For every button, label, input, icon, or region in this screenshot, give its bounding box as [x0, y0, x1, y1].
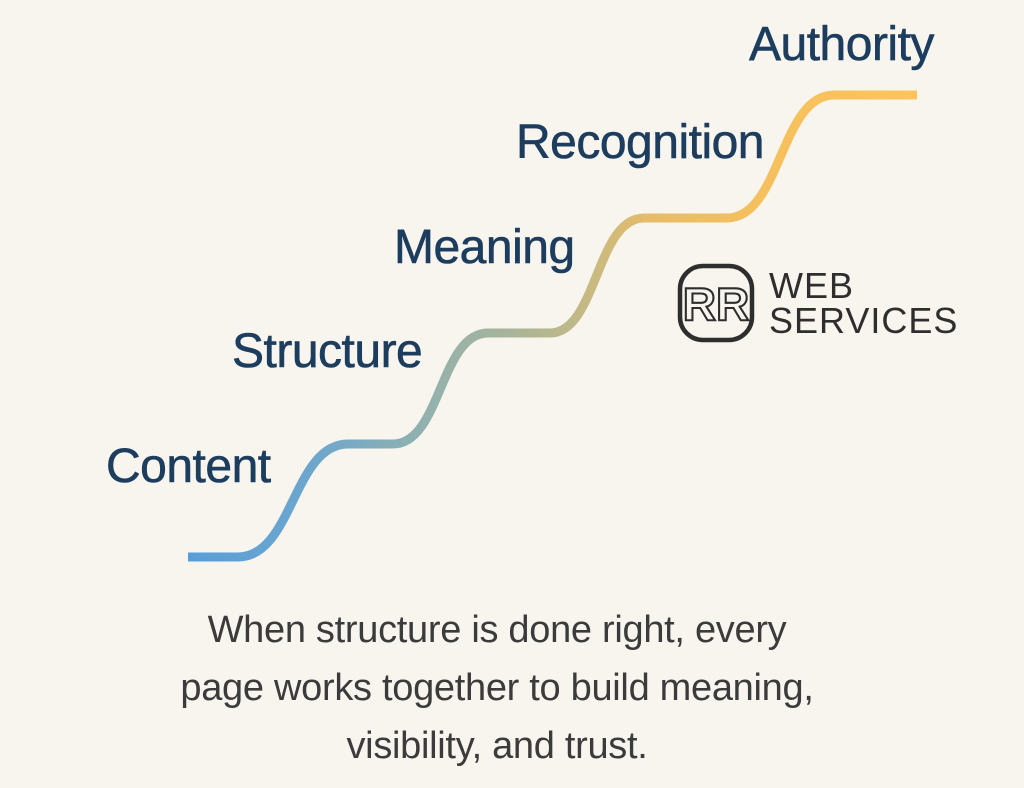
step-label-content: Content — [106, 440, 272, 493]
caption-line-1: When structure is done right, every — [207, 609, 787, 651]
caption-line-2: page works together to build meaning, — [180, 667, 814, 709]
logo-word-web: WEB — [769, 265, 855, 306]
logo-wordmark: WEB SERVICES — [769, 265, 959, 341]
caption-line-3: visibility, and trust. — [346, 725, 648, 767]
rr-monogram-icon: RR — [677, 263, 755, 343]
svg-text:RR: RR — [683, 278, 749, 330]
logo-word-services: SERVICES — [769, 300, 959, 341]
caption: When structure is done right, every page… — [0, 601, 994, 775]
rr-web-services-logo: RR WEB SERVICES — [677, 263, 958, 343]
step-label-structure: Structure — [232, 325, 423, 378]
step-label-authority: Authority — [749, 18, 935, 71]
step-label-meaning: Meaning — [394, 221, 576, 274]
staircase-curve-path — [188, 90, 917, 562]
step-label-recognition: Recognition — [516, 116, 765, 169]
